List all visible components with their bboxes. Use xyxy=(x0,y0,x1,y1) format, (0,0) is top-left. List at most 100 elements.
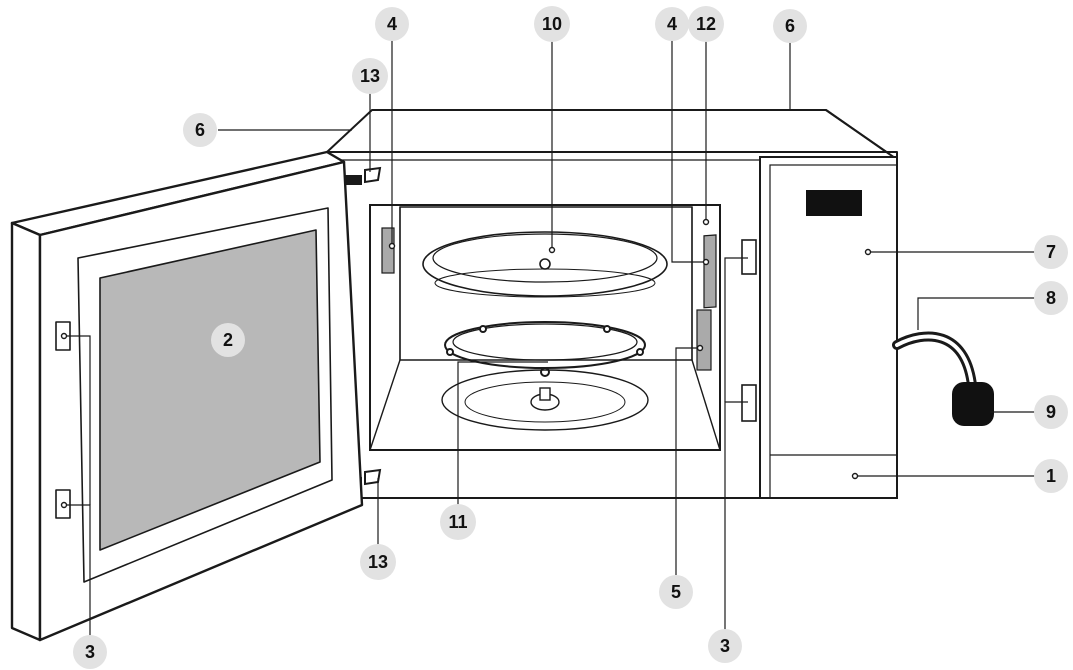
cavity-edge xyxy=(369,359,401,451)
roller-ring xyxy=(444,321,646,377)
callout-8: 8 xyxy=(1034,281,1068,315)
waveguide-cover-right-lower xyxy=(696,309,712,371)
callout-7: 7 xyxy=(1034,235,1068,269)
leader-8 xyxy=(917,297,1035,330)
leader-dot xyxy=(388,242,396,250)
cabinet-edge xyxy=(825,109,896,159)
display-window xyxy=(806,190,862,216)
door-seal xyxy=(77,207,333,583)
door xyxy=(10,150,364,642)
leader-dot xyxy=(60,332,68,340)
callout-3-door: 3 xyxy=(73,635,107,669)
leader-dot xyxy=(851,472,859,480)
callout-label: 4 xyxy=(667,14,677,34)
cord-highlight xyxy=(895,334,974,387)
callout-4-right: 4 xyxy=(655,7,689,41)
callout-label: 2 xyxy=(223,330,233,350)
callout-label: 13 xyxy=(368,552,388,572)
door-side xyxy=(10,221,42,642)
callout-label: 6 xyxy=(785,16,795,36)
callout-13-top: 13 xyxy=(352,58,388,94)
leader-dot xyxy=(702,218,710,226)
callout-badge xyxy=(534,6,570,42)
callout-badge xyxy=(1034,459,1068,493)
callout-10: 10 xyxy=(534,6,570,42)
callout-badge xyxy=(183,113,217,147)
callout-badge xyxy=(708,629,742,663)
callout-label: 6 xyxy=(195,120,205,140)
callout-label: 13 xyxy=(360,66,380,86)
control-panel-inner xyxy=(769,164,898,499)
leader-dot xyxy=(702,258,710,266)
leader-4b xyxy=(671,40,706,263)
power-cord xyxy=(892,331,994,426)
callout-11: 11 xyxy=(440,504,476,540)
callout-badge xyxy=(211,323,245,357)
callouts: 1 2 3 3 4 4 5 6 xyxy=(73,6,1068,669)
callout-label: 1 xyxy=(1046,466,1056,486)
callout-1: 1 xyxy=(1034,459,1068,493)
waveguide-cover-right-upper xyxy=(703,234,717,309)
leader-5 xyxy=(675,347,700,575)
callout-badge xyxy=(773,9,807,43)
callout-4-left: 4 xyxy=(375,7,409,41)
callout-12: 12 xyxy=(688,6,724,42)
callout-badge xyxy=(1034,281,1068,315)
callout-badge xyxy=(73,635,107,669)
floor-dish-outer xyxy=(441,369,649,431)
glass-tray xyxy=(422,231,668,298)
roller-wheel xyxy=(479,325,487,333)
leader-dots xyxy=(60,218,872,509)
glass-tray-inner xyxy=(432,233,658,283)
callout-6-top: 6 xyxy=(773,9,807,43)
leader-dot xyxy=(696,344,704,352)
callout-badge xyxy=(352,58,388,94)
callout-5: 5 xyxy=(659,575,693,609)
callout-label: 9 xyxy=(1046,402,1056,422)
callout-label: 11 xyxy=(448,512,467,532)
roller-wheel xyxy=(540,367,550,377)
callout-label: 3 xyxy=(720,636,730,656)
roller-wheel xyxy=(603,325,611,333)
control-panel xyxy=(759,156,898,499)
callout-13-bottom: 13 xyxy=(360,544,396,580)
plug xyxy=(952,382,994,426)
callout-2: 2 xyxy=(211,323,245,357)
waveguide-cover-left xyxy=(381,227,395,274)
callout-badge xyxy=(360,544,396,580)
turntable-floor xyxy=(441,369,649,431)
leader-dot xyxy=(864,248,872,256)
callout-label: 4 xyxy=(387,14,397,34)
coupler-shaft xyxy=(539,387,551,401)
roller-wheel xyxy=(636,348,644,356)
callout-badge xyxy=(655,7,689,41)
leader-11 xyxy=(457,361,548,505)
roller-ring-inner xyxy=(452,323,638,361)
callout-badge xyxy=(1034,395,1068,429)
callout-label: 7 xyxy=(1046,242,1056,262)
door-window xyxy=(99,229,321,551)
callout-badge xyxy=(440,504,476,540)
hinge-pin-upper xyxy=(364,166,382,184)
callout-label: 12 xyxy=(696,14,716,34)
cord xyxy=(892,331,977,390)
callout-9: 9 xyxy=(1034,395,1068,429)
callout-3-cabinet: 3 xyxy=(708,629,742,663)
callout-badge xyxy=(659,575,693,609)
glass-tray-hub xyxy=(539,258,551,270)
callout-badge xyxy=(1034,235,1068,269)
leader-dot xyxy=(60,501,68,509)
callout-label: 10 xyxy=(542,14,562,34)
cabinet-top xyxy=(326,109,896,159)
leader-3b-up xyxy=(724,257,748,402)
cavity-edge xyxy=(691,359,721,451)
callout-badge xyxy=(688,6,724,42)
callout-6-left: 6 xyxy=(183,113,217,147)
callout-label: 8 xyxy=(1046,288,1056,308)
leader-dot xyxy=(548,246,556,254)
latch-slot-lower xyxy=(741,384,757,422)
callout-label: 5 xyxy=(671,582,681,602)
leader-3a-up xyxy=(64,335,91,505)
